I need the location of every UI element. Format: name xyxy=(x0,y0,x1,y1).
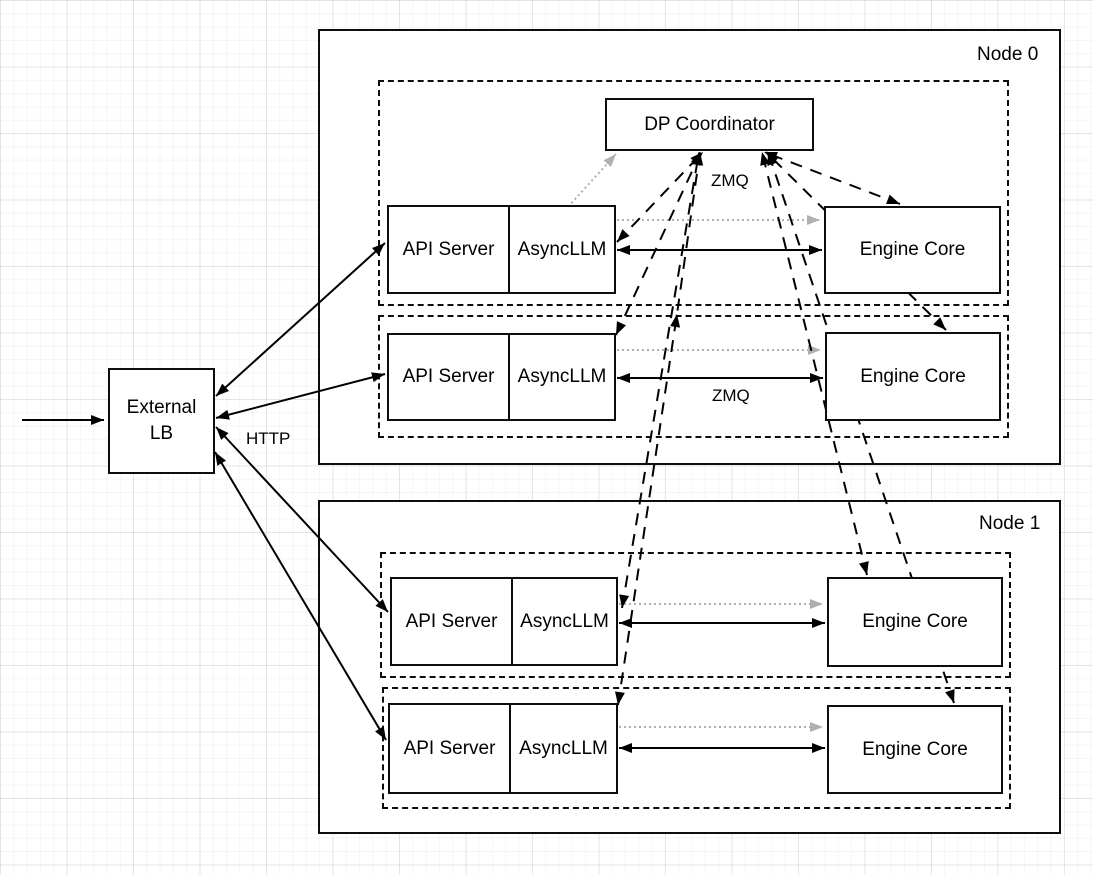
engine-core-box-1: Engine Core xyxy=(825,332,1001,421)
asyncllm-label-2: AsyncLLM xyxy=(520,610,609,632)
edge-external-lb-api-server-1 xyxy=(215,372,386,420)
edge-asyncllm-to-dp-coordinator-dotted xyxy=(567,153,617,208)
http-label: HTTP xyxy=(246,429,291,448)
zmq-label-top: ZMQ xyxy=(711,171,749,190)
api-server-label-2: API Server xyxy=(392,579,513,664)
edge-dp-engine-core-dashed-3 xyxy=(767,151,955,704)
dp-coordinator-label: DP Coordinator xyxy=(644,113,775,135)
zmq-label-row2: ZMQ xyxy=(712,386,750,405)
edge-dp-asyncllm-dashed-0 xyxy=(616,151,704,243)
edge-external-lb-api-server-0 xyxy=(215,242,386,397)
api-server-label-1: API Server xyxy=(389,335,510,419)
api-server-asyncllm-box-0: API Server AsyncLLM xyxy=(387,205,616,294)
external-lb-box: External LB xyxy=(108,368,215,474)
edge-external-lb-api-server-3 xyxy=(214,451,387,741)
api-server-asyncllm-box-2: API Server AsyncLLM xyxy=(390,577,618,666)
api-server-label-3: API Server xyxy=(390,705,511,792)
dp-coordinator-box: DP Coordinator xyxy=(605,98,814,151)
api-server-label-0: API Server xyxy=(389,207,510,292)
engine-core-box-0: Engine Core xyxy=(824,206,1001,294)
node1-title: Node 1 xyxy=(979,513,1041,534)
asyncllm-label-1: AsyncLLM xyxy=(517,366,607,387)
asyncllm-label-0: AsyncLLM xyxy=(517,238,607,260)
engine-core-box-2: Engine Core xyxy=(827,577,1003,667)
node0-title: Node 0 xyxy=(977,44,1039,65)
api-server-asyncllm-box-3: API Server AsyncLLM xyxy=(388,703,618,794)
edge-external-lb-api-server-2 xyxy=(215,426,389,613)
edge-dp-engine-core-dashed-0 xyxy=(763,151,901,205)
engine-core-box-3: Engine Core xyxy=(827,705,1003,794)
asyncllm-label-3: AsyncLLM xyxy=(519,737,608,759)
api-server-asyncllm-box-1: API Server AsyncLLM xyxy=(387,333,616,421)
edge-dp-asyncllm-dashed-1 xyxy=(615,151,702,336)
external-lb-label: External LB xyxy=(126,397,197,444)
edge-dp-asyncllm-dashed-3 xyxy=(614,151,704,706)
